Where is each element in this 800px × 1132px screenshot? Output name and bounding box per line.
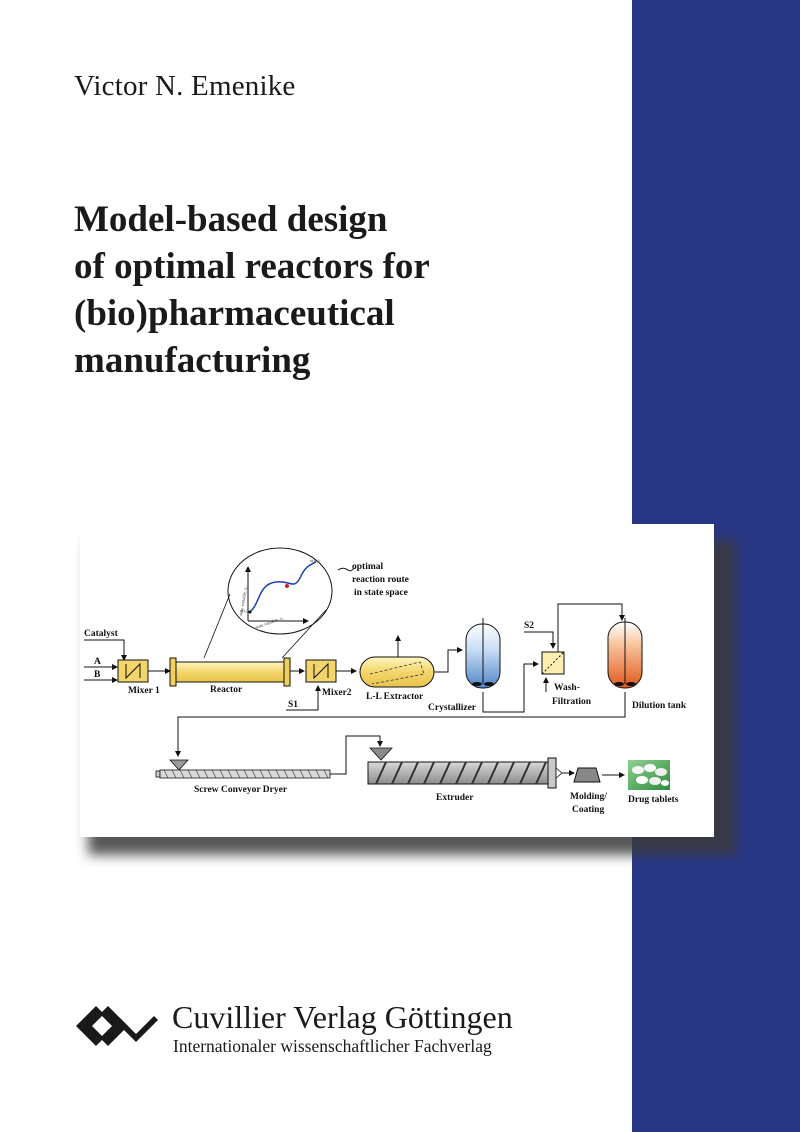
extractor-shape: [359, 656, 435, 688]
molding-shape: [573, 767, 601, 783]
publisher-block: Cuvillier Verlag Göttingen International…: [74, 998, 594, 1062]
input-a-label: A: [94, 657, 101, 667]
extractor-label: L-L Extractor: [366, 692, 424, 702]
reactor-label: Reactor: [210, 685, 243, 695]
cuvillier-logo-icon: [76, 1006, 158, 1046]
tablets-label: Drug tablets: [628, 795, 679, 805]
publisher-name: Cuvillier Verlag Göttingen: [172, 999, 513, 1035]
extruder-label: Extruder: [436, 793, 474, 803]
reactor-shape: [173, 661, 287, 683]
annotation-line: reaction route: [352, 575, 409, 585]
title-line: manufacturing: [74, 340, 311, 381]
wash-filtration-shape: [541, 651, 565, 675]
mixer2-label: Mixer2: [322, 688, 352, 698]
inset-end-label: x(tₙₑ): [310, 558, 320, 563]
process-flow-figure: x(t₀) x(tₙₑ) state variable, x₁ state va…: [80, 524, 714, 837]
annotation-line: optimal: [352, 562, 384, 572]
inset-y-axis-label: state variable, x₂: [238, 585, 249, 616]
drug-tablets-image: [628, 760, 670, 790]
state-space-inset: x(t₀) x(tₙₑ) state variable, x₁ state va…: [227, 547, 333, 635]
s2-label: S2: [524, 621, 534, 631]
crystallizer-label: Crystallizer: [428, 703, 477, 713]
dryer-label: Screw Conveyor Dryer: [194, 785, 288, 795]
molding-label-1: Molding/: [570, 792, 607, 802]
wash-label-2: Filtration: [552, 697, 592, 707]
process-flow-diagram: x(t₀) x(tₙₑ) state variable, x₁ state va…: [84, 547, 687, 815]
s1-label: S1: [288, 700, 298, 710]
catalyst-label: Catalyst: [84, 629, 119, 639]
inset-start-label: x(t₀): [240, 608, 249, 613]
author-name: Victor N. Emenike: [74, 70, 296, 102]
molding-label-2: Coating: [572, 805, 604, 815]
annotation-line: in state space: [354, 588, 408, 598]
dilution-tank-label: Dilution tank: [632, 701, 687, 711]
mixer1-label: Mixer 1: [128, 686, 160, 696]
title-line: Model-based design: [74, 199, 388, 240]
title-line: (bio)pharmaceutical: [74, 293, 395, 334]
book-title: Model-based design of optimal reactors f…: [74, 196, 594, 384]
title-line: of optimal reactors for: [74, 246, 430, 287]
input-b-label: B: [94, 670, 101, 680]
publisher-subtitle: Internationaler wissenschaftlicher Fachv…: [173, 1036, 492, 1056]
wash-label-1: Wash-: [554, 683, 580, 693]
